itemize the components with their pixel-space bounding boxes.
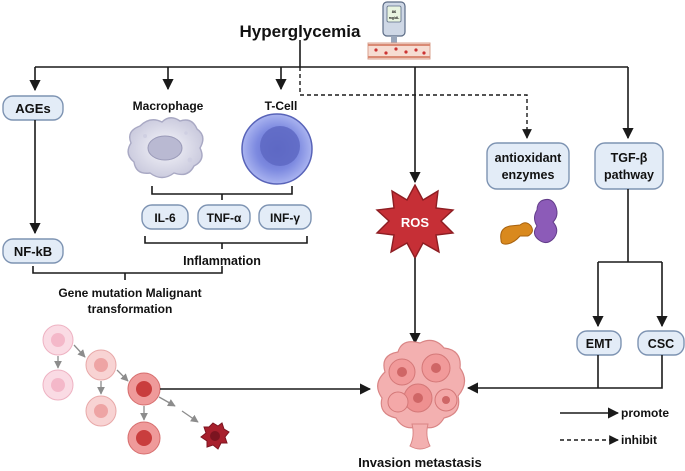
glucometer-unit: mg/dL (389, 16, 400, 20)
connector-tgf-split (598, 189, 662, 263)
cell-transformation-sequence-icon (42, 324, 230, 455)
bracket-gene-mutation (32, 266, 223, 280)
tnf-label: TNF-α (207, 211, 242, 225)
ages-label: AGEs (15, 101, 50, 116)
csc-label: CSC (648, 337, 674, 351)
gene-mutation-label-line2: transformation (88, 302, 173, 316)
inhibit-arrow-to-antioxidant (299, 67, 532, 139)
glucometer-value: 86 (392, 9, 397, 14)
legend-inhibit-label: inhibit (621, 433, 657, 447)
tcell-label: T-Cell (265, 99, 298, 113)
antioxidant-label-line1: antioxidant (495, 151, 563, 165)
gene-mutation-label-line1: Gene mutation Malignant (58, 286, 201, 300)
emt-box (576, 330, 622, 356)
inf-box (258, 204, 312, 230)
enzyme-protein-icon (500, 199, 558, 245)
macrophage-label: Macrophage (133, 99, 204, 113)
tgf-box (594, 142, 664, 190)
macrophage-cell-icon (127, 117, 204, 179)
blood-vessel-icon (367, 42, 431, 60)
ros-label: ROS (401, 215, 430, 230)
ages-box (2, 95, 64, 121)
arrow-emt-csc-to-tumor (468, 355, 663, 388)
title-hyperglycemia: Hyperglycemia (240, 22, 361, 41)
inflammation-label: Inflammation (183, 254, 261, 268)
invasion-metastasis-label: Invasion metastasis (358, 455, 482, 470)
csc-box (637, 330, 685, 356)
glucometer-icon: 86 mg/dL (382, 1, 406, 44)
antioxidant-label-line2: enzymes (502, 168, 555, 182)
bracket-cytokines (144, 236, 308, 249)
nfkb-box (2, 238, 64, 264)
nfkb-label: NF-kB (14, 244, 52, 259)
legend-promote-label: promote (621, 406, 669, 420)
tcell-icon (241, 113, 313, 185)
tgf-label-line1: TGF-β (611, 151, 648, 165)
inf-label: INF-γ (270, 211, 300, 225)
tumor-cluster-icon (377, 339, 466, 450)
antioxidant-box (486, 142, 570, 190)
bracket-cells (151, 186, 293, 200)
il6-box (141, 204, 189, 230)
tnf-box (197, 204, 251, 230)
tgf-label-line2: pathway (604, 168, 654, 182)
emt-label: EMT (586, 337, 613, 351)
il6-label: IL-6 (154, 211, 176, 225)
